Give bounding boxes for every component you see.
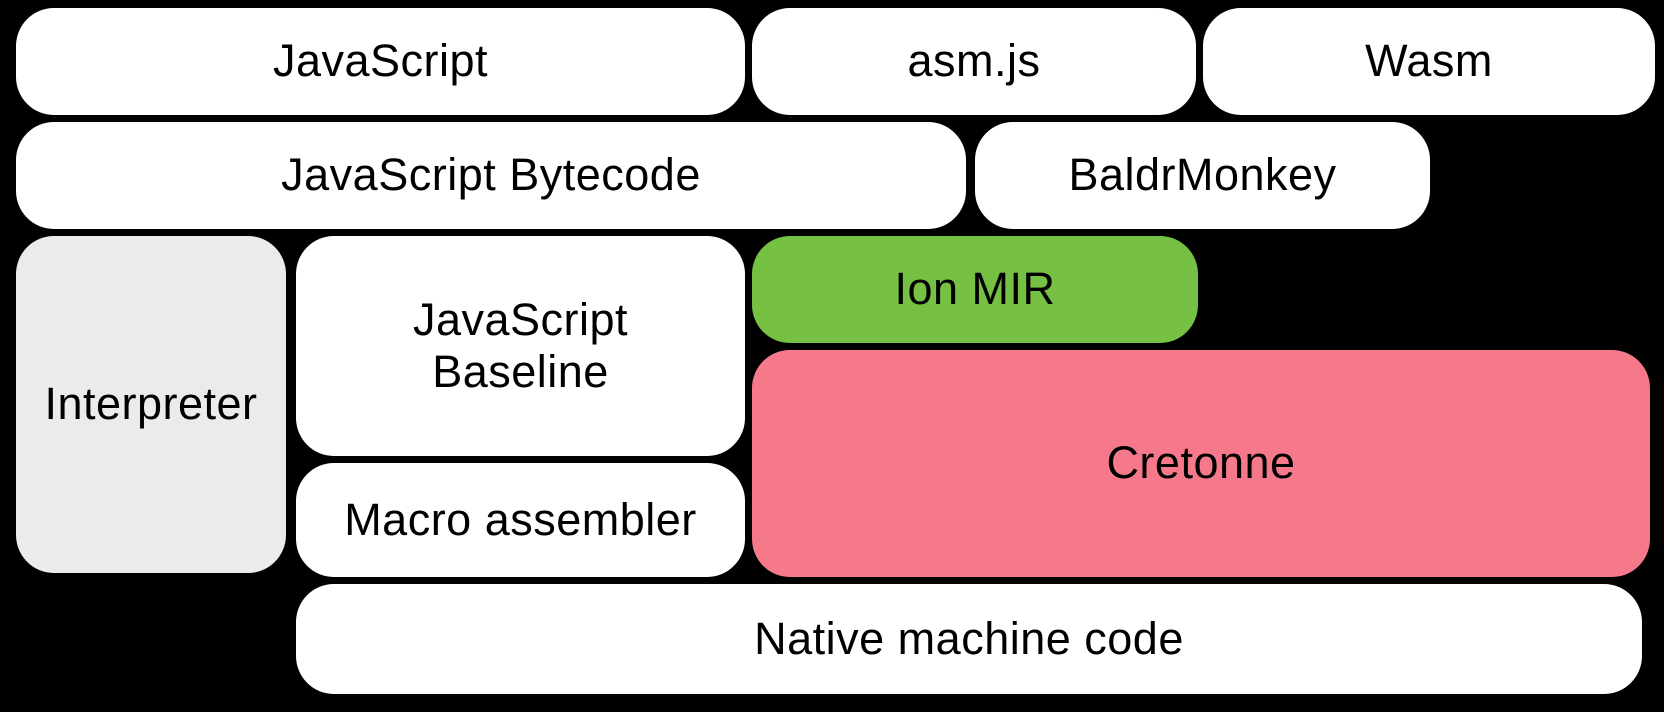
node-ion-mir-label: Ion MIR xyxy=(894,263,1056,315)
node-asmjs: asm.js xyxy=(752,8,1196,115)
node-wasm-label: Wasm xyxy=(1365,35,1493,87)
node-js-baseline: JavaScript Baseline xyxy=(296,236,745,456)
node-javascript-label: JavaScript xyxy=(272,35,489,87)
node-interpreter: Interpreter xyxy=(16,236,286,573)
node-baldrmonkey-label: BaldrMonkey xyxy=(1068,149,1337,201)
node-macro-assembler-label: Macro assembler xyxy=(344,493,697,545)
node-native-machine-code-label: Native machine code xyxy=(754,612,1184,664)
node-wasm: Wasm xyxy=(1203,8,1655,115)
node-cretonne-label: Cretonne xyxy=(1106,437,1296,489)
node-ion-mir: Ion MIR xyxy=(752,236,1198,343)
node-javascript: JavaScript xyxy=(16,8,745,115)
node-macro-assembler: Macro assembler xyxy=(296,463,745,577)
node-baldrmonkey: BaldrMonkey xyxy=(975,122,1430,229)
node-js-bytecode: JavaScript Bytecode xyxy=(16,122,966,229)
node-js-bytecode-label: JavaScript Bytecode xyxy=(281,149,701,201)
node-interpreter-label: Interpreter xyxy=(44,378,258,430)
node-asmjs-label: asm.js xyxy=(907,35,1041,87)
node-cretonne: Cretonne xyxy=(752,350,1650,577)
node-native-machine-code: Native machine code xyxy=(296,584,1642,694)
node-js-baseline-label: JavaScript Baseline xyxy=(412,293,629,397)
